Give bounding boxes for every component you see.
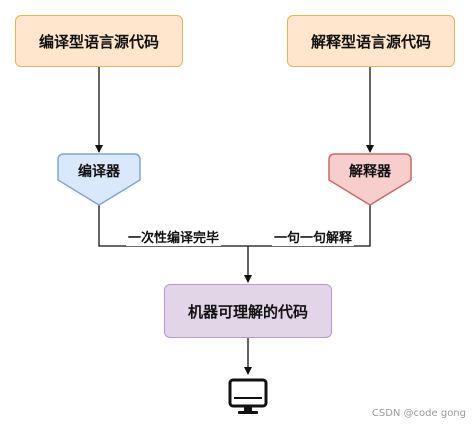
interpreted-source-box: 解释型语言源代码 [287, 15, 455, 67]
compiler-label: 编译器 [78, 164, 120, 180]
compiler-shape [57, 153, 141, 206]
connector-compiler-to-merge [98, 205, 248, 247]
watermark: CSDN @code gong [371, 408, 466, 419]
interpreted-source-label: 解释型语言源代码 [310, 32, 431, 51]
edge-label-line-by-line: 一句一句解释 [272, 227, 355, 246]
computer-icon [228, 378, 268, 414]
interpreter-label: 解释器 [349, 164, 391, 180]
connector-interpreter-to-merge [248, 205, 371, 247]
machine-code-label: 机器可理解的代码 [187, 302, 308, 321]
edge-label-compile-once: 一次性编译完毕 [126, 227, 222, 246]
compiled-source-box: 编译型语言源代码 [15, 15, 183, 67]
compiled-source-label: 编译型语言源代码 [38, 32, 159, 51]
interpreter-shape [328, 153, 412, 206]
machine-code-box: 机器可理解的代码 [164, 284, 332, 338]
